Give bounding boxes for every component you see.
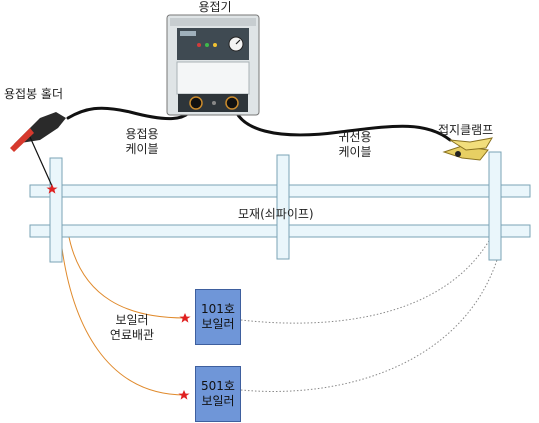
spark-icon bbox=[46, 184, 58, 194]
return-cable-label-line2: 케이블 bbox=[338, 145, 372, 159]
welding-cable-label-line2: 케이블 bbox=[125, 142, 159, 156]
boiler-501-number: 501호 bbox=[201, 379, 235, 393]
return-cable-label-line1: 귀선용 bbox=[338, 130, 372, 144]
boiler-101-number: 101호 bbox=[201, 302, 235, 316]
support-left bbox=[49, 157, 63, 263]
sparks bbox=[46, 184, 191, 400]
boiler-501-label: 보일러 bbox=[201, 394, 235, 408]
boiler-pipe-label: 보일러 연료배관 bbox=[100, 313, 164, 343]
spark-icon bbox=[179, 313, 191, 323]
welding-cable-label: 용접용 케이블 bbox=[115, 127, 169, 157]
ground-clamp-label: 접지클램프 bbox=[438, 123, 494, 137]
spark-icon bbox=[178, 390, 190, 400]
welder-label: 용접기 bbox=[198, 0, 232, 14]
return-cable bbox=[231, 99, 452, 142]
boiler-101: 101호 보일러 bbox=[195, 289, 241, 345]
boiler-fuel-lines bbox=[59, 231, 186, 396]
ground-clamp-icon bbox=[442, 137, 493, 161]
boiler-pipe-label-line1: 보일러 bbox=[115, 313, 149, 327]
welding-cable-label-line1: 용접용 bbox=[125, 127, 159, 141]
fuel-line-501 bbox=[59, 231, 186, 396]
boiler-101-label: 보일러 bbox=[201, 317, 235, 331]
base-material-pipes bbox=[29, 151, 531, 263]
support-right bbox=[488, 151, 502, 261]
stray-path-101 bbox=[240, 229, 496, 324]
material-label: 모재(쇠파이프) bbox=[238, 207, 314, 221]
fuel-line-101 bbox=[67, 231, 186, 319]
electrode-holder-icon bbox=[10, 112, 66, 187]
stray-path-501 bbox=[240, 249, 501, 392]
holder-label: 용접봉 홀더 bbox=[4, 87, 64, 101]
welding-machine-icon bbox=[166, 14, 260, 116]
boiler-pipe-label-line2: 연료배관 bbox=[109, 328, 155, 342]
boiler-501: 501호 보일러 bbox=[195, 366, 241, 422]
support-middle bbox=[276, 154, 290, 260]
return-cable-label: 귀선용 케이블 bbox=[328, 130, 382, 160]
stray-current-paths bbox=[240, 229, 501, 392]
